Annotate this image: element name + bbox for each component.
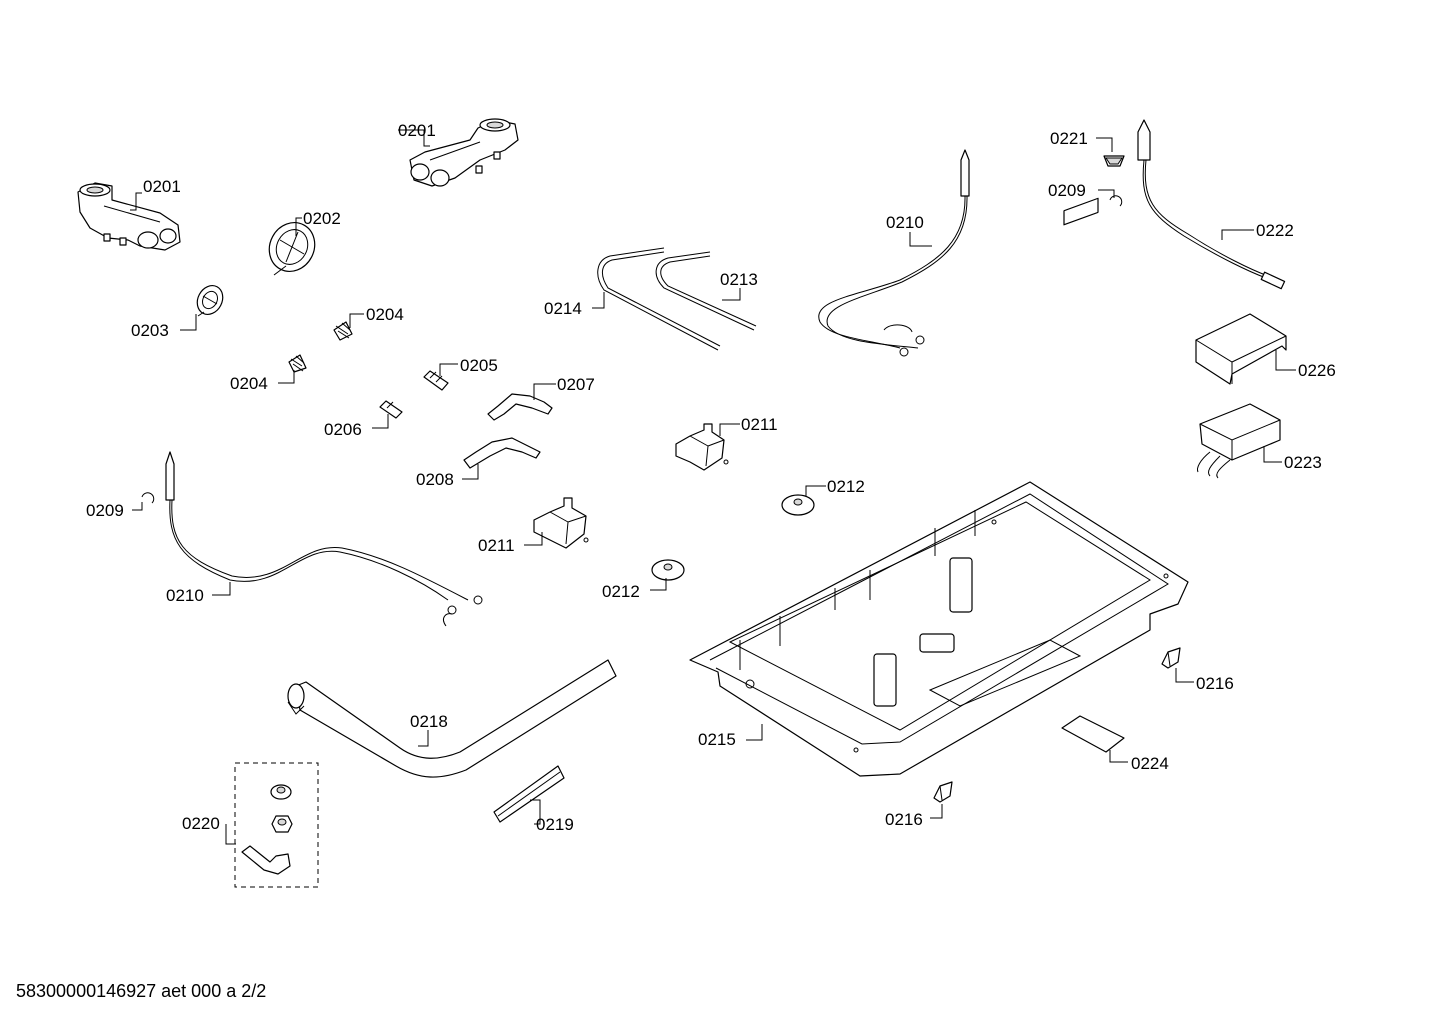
part-0223-ignition-module xyxy=(1197,403,1281,479)
label-0221: 0221 xyxy=(1050,129,1088,148)
part-0206-nozzle xyxy=(379,400,403,419)
part-labels: 0201 0201 0202 0203 0204 0204 0205 0206 … xyxy=(86,121,1336,834)
label-0214: 0214 xyxy=(544,299,582,318)
part-0221-spring xyxy=(1103,155,1125,167)
part-0209-clip-right xyxy=(1109,195,1123,207)
label-0226: 0226 xyxy=(1298,361,1336,380)
part-0203-burner-cap-small xyxy=(196,285,224,317)
label-0222: 0222 xyxy=(1256,221,1294,240)
label-0206: 0206 xyxy=(324,420,362,439)
label-0207: 0207 xyxy=(557,375,595,394)
part-0204-spring-b xyxy=(288,354,307,373)
document-code: 58300000146927 aet 000 a 2/2 xyxy=(16,981,267,1001)
label-0216-bottom: 0216 xyxy=(885,810,923,829)
label-0212-lower: 0212 xyxy=(602,582,640,601)
part-0213-gas-pipe xyxy=(655,251,757,331)
part-0208-gas-tube xyxy=(463,437,541,469)
part-0214-gas-pipe xyxy=(597,247,721,351)
part-0215-base-tray xyxy=(689,197,1189,777)
label-0201-left: 0201 xyxy=(143,177,181,196)
label-0216-right: 0216 xyxy=(1196,674,1234,693)
label-0203: 0203 xyxy=(131,321,169,340)
part-0218-gas-manifold-pipe xyxy=(287,659,617,778)
part-0209-clip-left xyxy=(141,492,155,504)
part-0222-ignition-electrode xyxy=(1137,119,1286,290)
part-0226-cover xyxy=(1195,313,1287,385)
label-0202: 0202 xyxy=(303,209,341,228)
label-0215: 0215 xyxy=(698,730,736,749)
part-0212-washer-upper xyxy=(781,494,815,516)
label-0205: 0205 xyxy=(460,356,498,375)
label-0209-left: 0209 xyxy=(86,501,124,520)
part-0204-spring-a xyxy=(333,321,353,341)
part-0202-burner-cap xyxy=(268,222,316,276)
part-0211-gas-valve-lower xyxy=(533,497,589,549)
label-0212-upper: 0212 xyxy=(827,477,865,496)
label-0204-lower: 0204 xyxy=(230,374,268,393)
part-0220-fitting-set xyxy=(234,762,319,888)
part-0224-plate xyxy=(1061,715,1125,753)
label-0224: 0224 xyxy=(1131,754,1169,773)
part-0216-bracket-right xyxy=(1161,647,1181,669)
label-0209-right: 0209 xyxy=(1048,181,1086,200)
label-0210-right: 0210 xyxy=(886,213,924,232)
label-0213: 0213 xyxy=(720,270,758,289)
part-0210-thermocouple-right xyxy=(818,149,970,357)
part-0216-bracket-bottom xyxy=(933,781,953,803)
leader-lines xyxy=(130,129,1296,845)
part-0219-mounting-rail xyxy=(493,765,565,823)
label-0220: 0220 xyxy=(182,814,220,833)
label-0208: 0208 xyxy=(416,470,454,489)
label-0211-lower: 0211 xyxy=(478,536,515,555)
part-0201-burner-base-upper xyxy=(409,118,519,187)
label-0204-upper: 0204 xyxy=(366,305,404,324)
label-0201-upper: 0201 xyxy=(398,121,436,140)
part-0207-gas-tube xyxy=(487,393,553,421)
label-0210-left: 0210 xyxy=(166,586,204,605)
label-0218: 0218 xyxy=(410,712,448,731)
part-0205-nozzle xyxy=(423,370,449,391)
label-0219: 0219 xyxy=(536,815,574,834)
part-0211-gas-valve-upper xyxy=(675,423,729,471)
label-0223: 0223 xyxy=(1284,453,1322,472)
part-0201-burner-base-left xyxy=(77,182,181,251)
part-0212-washer-lower xyxy=(651,559,685,581)
label-0211-upper: 0211 xyxy=(741,415,778,434)
part-0210-thermocouple-left xyxy=(165,451,483,627)
